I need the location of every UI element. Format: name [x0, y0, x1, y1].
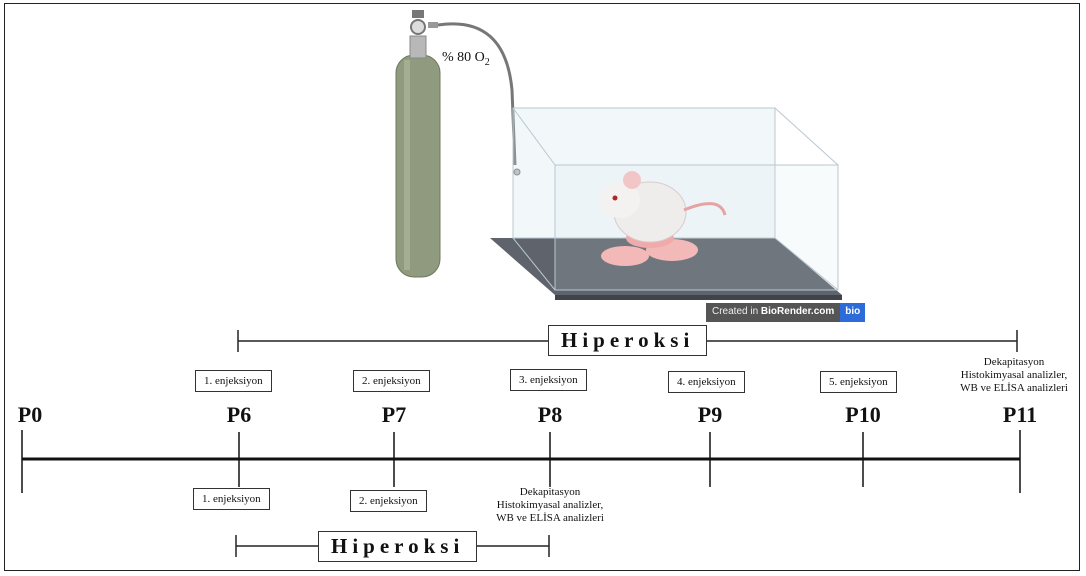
top-end-note: Dekapitasyon Histokimyasal analizler, WB… — [944, 356, 1084, 395]
top-injection-3: 3. enjeksiyon — [510, 369, 587, 391]
day-label-p6: P6 — [227, 402, 251, 428]
bottom-injection-2: 2. enjeksiyon — [350, 490, 427, 512]
day-label-p10: P10 — [845, 402, 880, 428]
top-injection-5: 5. enjeksiyon — [820, 371, 897, 393]
day-label-p9: P9 — [698, 402, 722, 428]
bottom-injection-1: 1. enjeksiyon — [193, 488, 270, 510]
bottom-hyperoxia-label: Hiperoksi — [318, 531, 477, 562]
day-label-p8: P8 — [538, 402, 562, 428]
top-injection-1: 1. enjeksiyon — [195, 370, 272, 392]
bottom-end-note: Dekapitasyon Histokimyasal analizler, WB… — [480, 486, 620, 525]
day-label-p0: P0 — [18, 402, 42, 428]
top-injection-2: 2. enjeksiyon — [353, 370, 430, 392]
top-hyperoxia-label: Hiperoksi — [548, 325, 707, 356]
top-injection-4: 4. enjeksiyon — [668, 371, 745, 393]
day-label-p11: P11 — [1003, 402, 1037, 428]
day-label-p7: P7 — [382, 402, 406, 428]
